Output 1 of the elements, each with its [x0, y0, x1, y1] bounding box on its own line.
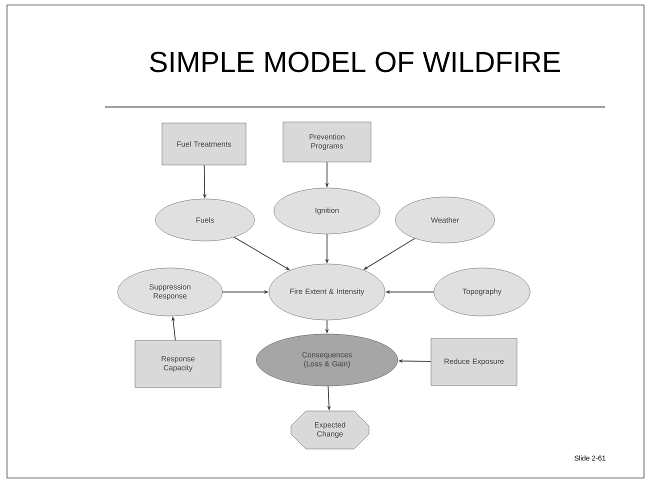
title: SIMPLE MODEL OF WILDFIRE — [150, 52, 560, 72]
